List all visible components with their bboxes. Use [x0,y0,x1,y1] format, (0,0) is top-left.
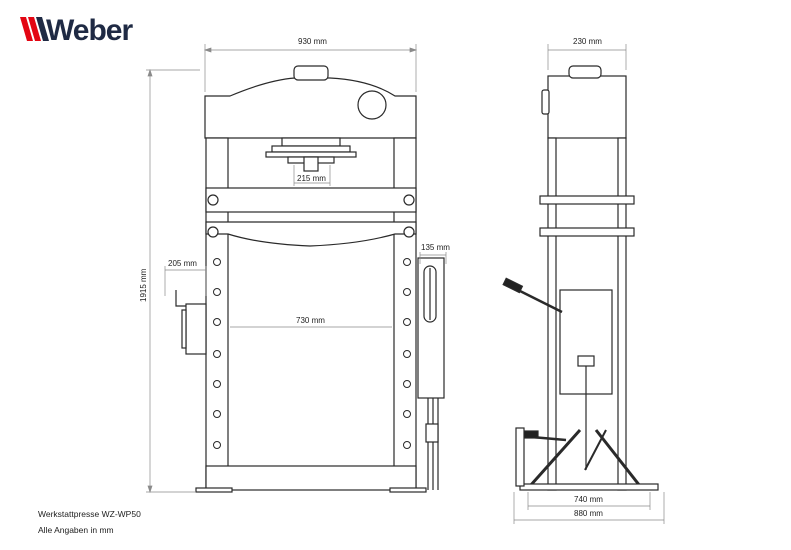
pump-lever [502,277,563,314]
press-bed [205,221,417,247]
brand-logo: Weber [20,14,134,47]
dim-handle-offset: 205 mm [168,259,197,268]
press-head [204,77,417,139]
dim-pump-offset: 135 mm [421,243,450,252]
front-view [146,44,447,494]
dim-side-depth: 230 mm [573,37,602,46]
dim-total-width: 930 mm [298,37,327,46]
side-view [502,44,665,524]
caption-units: Alle Angaben in mm [38,525,114,535]
pressure-gauge [357,90,387,120]
cylinder [265,137,357,172]
mounting-eyes [207,194,415,238]
dim-foot-inner: 740 mm [574,495,603,504]
brand-name: Weber [46,14,133,47]
pin-holes [213,258,411,449]
hydraulic-pump [417,257,445,490]
dim-inner-width: 730 mm [296,316,325,325]
foot-pedal [517,430,567,442]
caption-model: Werkstattpresse WZ-WP50 [38,509,141,519]
winch [175,290,207,355]
dim-foot-outer: 880 mm [574,509,603,518]
dim-piston: 215 mm [297,174,326,183]
logo-stripes-icon [20,17,49,41]
crossbeam-upper [205,187,417,213]
side-head [547,75,627,139]
side-base [519,483,659,491]
dim-height: 1915 mm [139,268,148,302]
oil-tank-cap [293,65,329,81]
base-beam [205,465,417,491]
